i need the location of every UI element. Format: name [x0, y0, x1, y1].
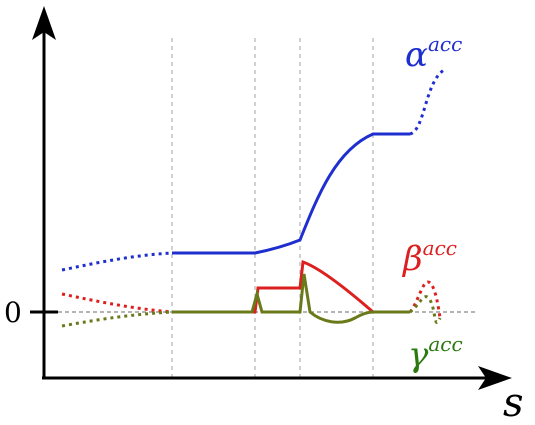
alpha-label-base: α: [405, 35, 428, 75]
alpha-label-sup: acc: [428, 32, 462, 56]
gamma-curve-end-dotted: [409, 295, 442, 324]
gamma-label-sup: acc: [428, 332, 462, 356]
x-axis-arrowhead: [478, 366, 512, 390]
alpha-curve-solid: [172, 132, 410, 255]
s-axis-label: s: [503, 380, 524, 425]
beta-label: βacc: [401, 236, 457, 279]
beta-curve-start-dotted: [61, 292, 173, 314]
gamma-label: γacc: [408, 332, 463, 375]
alpha-label: αacc: [405, 32, 462, 75]
beta-label-sup: acc: [423, 236, 457, 260]
beta-curve-solid: [172, 259, 410, 314]
gamma-label-base: γ: [408, 335, 429, 375]
alpha-curve-start-dotted: [61, 251, 173, 272]
beta-curve-end-dotted: [408, 280, 442, 319]
beta-label-base: β: [401, 239, 423, 279]
zero-label: 0: [4, 296, 22, 329]
gamma-curve-start-dotted: [61, 310, 173, 328]
alpha-curve-end-dotted: [409, 68, 445, 136]
y-axis-arrowhead: [32, 6, 56, 40]
gamma-curve-solid: [172, 273, 410, 324]
